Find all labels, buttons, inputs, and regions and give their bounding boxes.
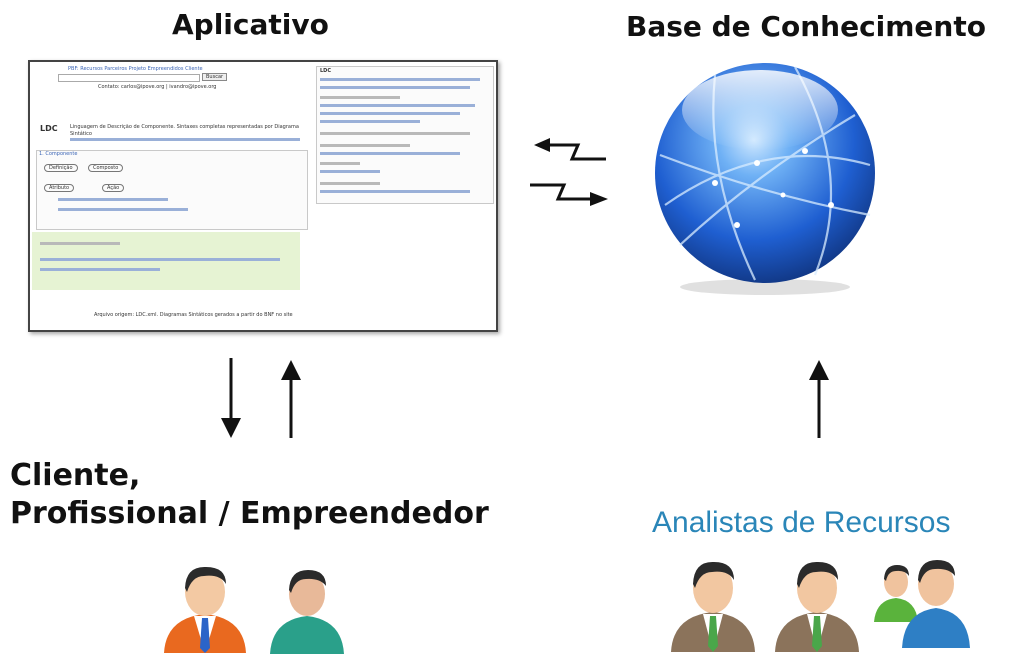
mini-search-input xyxy=(58,74,200,82)
client-label-line2: Profissional / Empreendedor xyxy=(10,496,489,531)
mini-highlight-box xyxy=(32,232,300,290)
mini-component-panel xyxy=(36,150,308,230)
application-screenshot: PBF: Recursos Parceiros Projeto Empreend… xyxy=(28,60,498,332)
mini-contact: Contato: carlos@ipove.org | ivandro@ipov… xyxy=(98,84,217,90)
globe-icon xyxy=(655,63,875,295)
mini-header-link: Cliente xyxy=(185,66,203,72)
user-icon xyxy=(775,561,859,652)
mini-header-text: PBF: Recursos Parceiros Projeto xyxy=(68,66,146,72)
mini-node: Definição xyxy=(44,164,78,172)
mini-footer: Arquivo origem: LDC.xml. Diagramas Sintá… xyxy=(94,312,293,318)
mini-node: Atributo xyxy=(44,184,75,192)
knowledge-base-title: Base de Conhecimento xyxy=(626,10,986,43)
arrow-up-icon xyxy=(281,360,301,438)
mini-node: Composto xyxy=(88,164,124,172)
user-icon xyxy=(164,566,246,653)
user-icon xyxy=(270,570,344,654)
analysts-title: Analistas de Recursos xyxy=(652,506,951,539)
mini-ldc-title: LDC xyxy=(40,124,58,133)
mini-section-title: 1. Componente xyxy=(39,151,78,157)
mini-header: PBF: Recursos Parceiros Projeto Empreend… xyxy=(68,66,203,72)
mini-node: Ação xyxy=(102,184,125,192)
exchange-arrows-icon xyxy=(530,138,608,206)
client-label-line1: Cliente, xyxy=(10,458,141,493)
mini-header-link: Empreendidos xyxy=(147,66,184,72)
arrow-up-icon xyxy=(809,360,829,438)
app-title: Aplicativo xyxy=(172,8,329,41)
user-icon xyxy=(671,561,755,652)
mini-ldc-desc: Linguagem de Descrição de Componente. Si… xyxy=(70,124,299,137)
arrow-down-icon xyxy=(221,358,241,438)
user-group-icon xyxy=(874,560,970,648)
mini-search-button: Buscar xyxy=(202,73,228,81)
mini-side-title: LDC xyxy=(320,68,332,74)
mini-sidebar xyxy=(316,66,494,204)
